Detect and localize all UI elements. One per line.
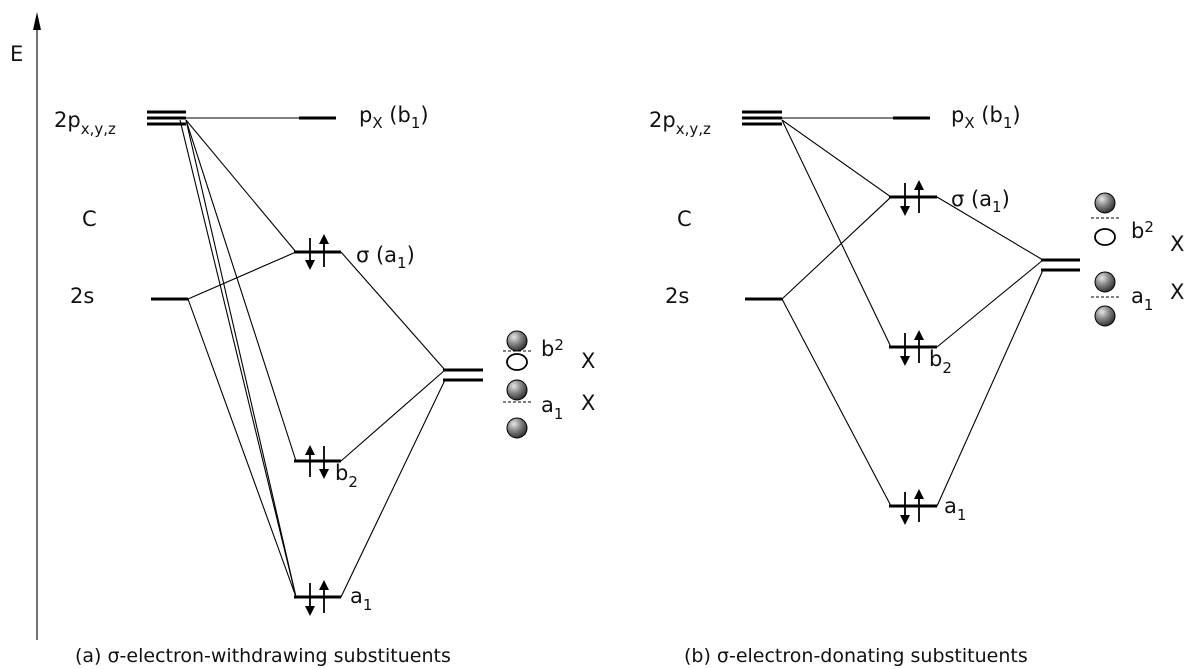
panel-b-sigma-label: σ (a1)	[951, 187, 1010, 216]
panel-a-x-a1-orbital-icon	[503, 379, 531, 439]
panel-a: 2px,y,z C 2s pX (b1) σ (a1) b2 a1 b2 X a…	[54, 103, 595, 667]
panel-a-a1-electron-pair	[305, 580, 329, 616]
panel-b-carbon-label: C	[677, 207, 692, 231]
panel-a-sigma-label: σ (a1)	[356, 243, 415, 272]
panel-b-b2-label: b2	[929, 347, 952, 377]
panel-b-x-b2-atom-label: X	[1170, 232, 1184, 256]
panel-b-b2-electron-pair	[900, 330, 924, 366]
panel-a-c2s-label: 2s	[70, 284, 94, 308]
panel-b-x-a1-label: a1	[1131, 284, 1153, 314]
panel-b-correlation-lines	[781, 117, 1044, 507]
panel-a-b2-electron-pair	[305, 445, 329, 479]
panel-a-carbon-label: C	[82, 207, 97, 231]
panel-b: 2px,y,z C 2s pX (b1) σ (a1) b2 a1 b2 X a…	[649, 103, 1184, 667]
panel-b-caption: (b) σ-electron-donating substituents	[684, 645, 1028, 667]
panel-a-a1-label: a1	[350, 584, 372, 614]
panel-b-a1-label: a1	[944, 494, 966, 524]
panel-b-a1-electron-pair	[900, 489, 924, 525]
panel-a-c2p-label: 2px,y,z	[54, 108, 116, 138]
panel-a-x-a1-atom-label: X	[581, 391, 595, 415]
energy-axis-label: E	[10, 42, 23, 66]
panel-b-x-levels	[1041, 258, 1080, 272]
panel-a-x-a1-label: a1	[541, 393, 563, 423]
panel-b-x-b2-orbital-icon	[1091, 192, 1119, 246]
panel-b-px-label: pX (b1)	[951, 103, 1021, 132]
panel-a-x-levels	[443, 368, 483, 382]
panel-a-x-b2-orbital-icon	[503, 330, 531, 371]
panel-a-correlation-lines	[179, 117, 446, 598]
panel-a-px-label: pX (b1)	[359, 103, 429, 132]
panel-a-x-b2-atom-label: X	[581, 349, 595, 373]
panel-a-caption: (a) σ-electron-withdrawing substituents	[75, 645, 451, 667]
panel-b-c2p-label: 2px,y,z	[649, 108, 711, 138]
panel-b-x-a1-atom-label: X	[1170, 280, 1184, 304]
panel-a-c2p-levels	[147, 110, 186, 126]
panel-a-x-b2-label: b2	[541, 336, 564, 361]
panel-b-x-a1-orbital-icon	[1091, 271, 1119, 327]
panel-a-b2-label: b2	[335, 461, 358, 491]
energy-axis: E	[10, 12, 41, 640]
axis-arrowhead	[33, 12, 41, 30]
panel-b-c2s-label: 2s	[665, 284, 689, 308]
panel-b-x-b2-label: b2	[1131, 218, 1154, 243]
panel-b-c2p-levels	[742, 110, 782, 126]
panel-a-sigma-electron-pair	[305, 234, 329, 270]
panel-b-sigma-electron-pair	[900, 180, 924, 216]
